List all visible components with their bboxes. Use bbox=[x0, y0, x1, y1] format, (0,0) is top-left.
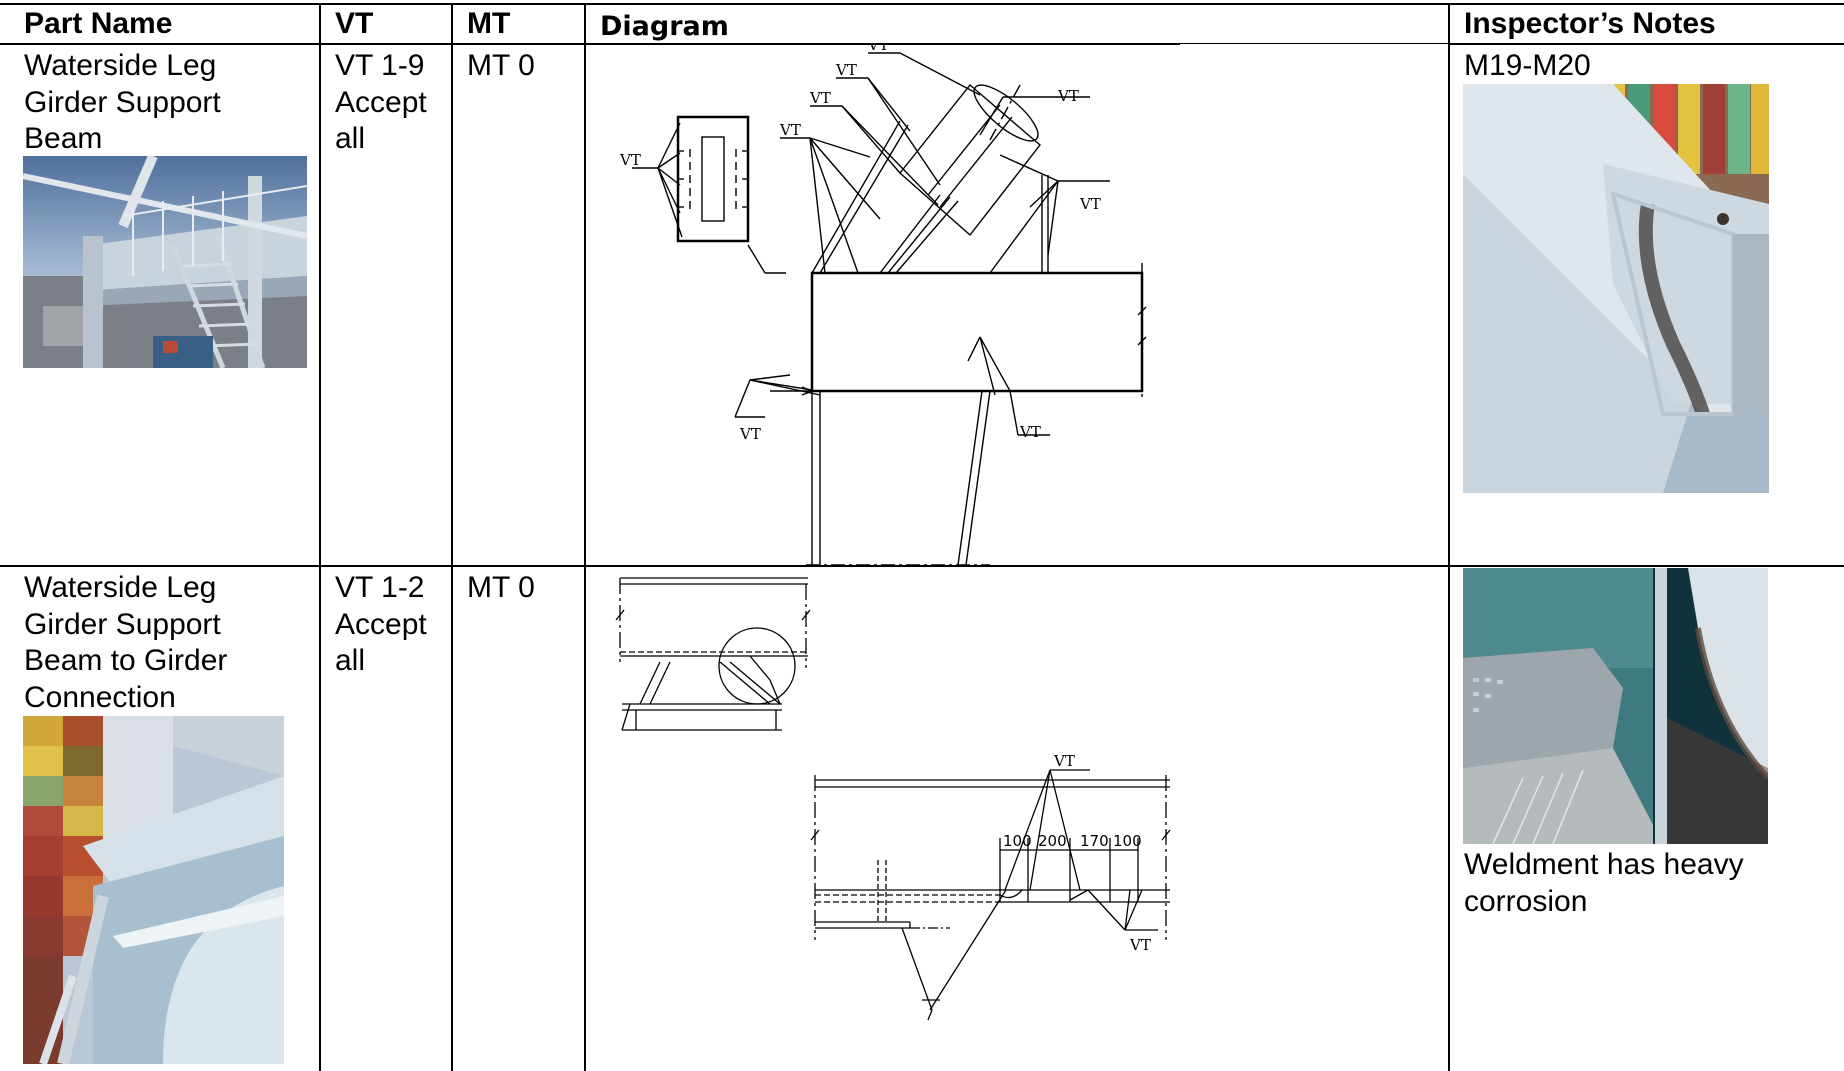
column-divider-1 bbox=[319, 3, 321, 1071]
row1-weld-diagram: VT VT VT VT VT VT VT VT VT bbox=[610, 45, 1190, 565]
vt-label: VT bbox=[809, 89, 831, 107]
dimension-label: 200 bbox=[1038, 832, 1067, 850]
header-part-name: Part Name bbox=[24, 7, 173, 40]
column-divider-2 bbox=[451, 3, 453, 1071]
dimension-label: 170 bbox=[1080, 832, 1109, 850]
vt-label: VT bbox=[835, 61, 857, 79]
row1-notes-photo bbox=[1463, 84, 1769, 493]
row2-part-name: Waterside Leg Girder Support Beam to Gir… bbox=[24, 571, 228, 714]
column-divider-4 bbox=[1448, 3, 1450, 1071]
vt-label: VT bbox=[779, 121, 801, 139]
table-top-border bbox=[0, 3, 1844, 5]
vt-label: VT bbox=[619, 151, 641, 169]
row1-mt-result: MT 0 bbox=[467, 49, 535, 82]
row2-mt-result: MT 0 bbox=[467, 571, 535, 604]
row2-part-photo bbox=[23, 716, 284, 1064]
vt-label: VT bbox=[739, 425, 761, 443]
row2-notes: Weldment has heavy corrosion bbox=[1464, 848, 1744, 918]
header-diagram: Diagram bbox=[600, 11, 729, 42]
column-divider-3 bbox=[584, 3, 586, 1071]
row1-part-name: Waterside Leg Girder Support Beam bbox=[24, 49, 221, 155]
row1-vt-result: VT 1-9 Accept all bbox=[335, 49, 427, 155]
vt-label: VT bbox=[1079, 195, 1101, 213]
vt-label: VT bbox=[1057, 87, 1079, 105]
row2-vt-result: VT 1-2 Accept all bbox=[335, 571, 427, 677]
header-mt: MT bbox=[467, 7, 511, 40]
row1-part-photo bbox=[23, 156, 307, 368]
diagram-crop-edge-top bbox=[1180, 44, 1448, 45]
row-divider bbox=[0, 565, 1844, 567]
dimension-label: 100 bbox=[1113, 832, 1142, 850]
header-bottom-border bbox=[0, 43, 1844, 45]
header-inspectors-notes: Inspector’s Notes bbox=[1464, 7, 1716, 40]
vt-label: VT bbox=[1019, 423, 1041, 441]
dimension-label: 100 bbox=[1003, 832, 1032, 850]
vt-label: VT bbox=[867, 45, 889, 54]
row1-notes: M19-M20 bbox=[1464, 49, 1591, 82]
vt-label: VT bbox=[1053, 752, 1075, 770]
vt-label: VT bbox=[1129, 936, 1151, 954]
row2-weld-diagram: VT VT 100 200 170 100 bbox=[610, 570, 1210, 1030]
header-vt: VT bbox=[335, 7, 374, 40]
row2-notes-photo bbox=[1463, 568, 1768, 844]
